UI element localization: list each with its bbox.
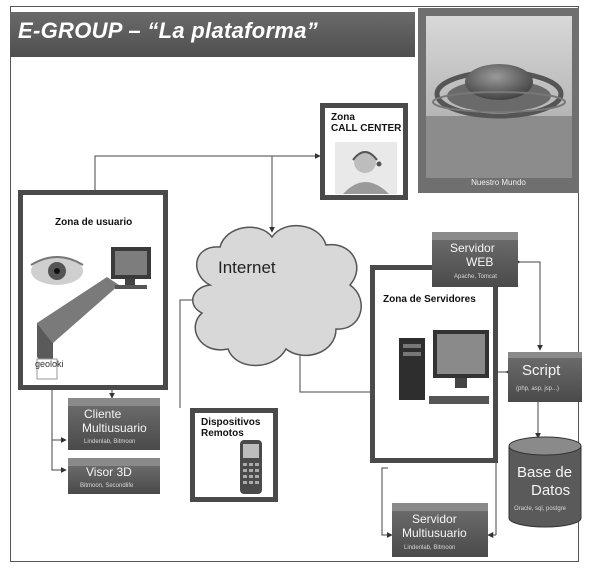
page-title: E-GROUP – “La plataforma” [18, 18, 319, 43]
web-server-label-1: Servidor [450, 241, 495, 255]
remote-devices-label-2: Remotos [201, 428, 244, 439]
viewer-sub: Bitmoon, Secondlife [80, 483, 134, 489]
remote-devices-label-1: Dispositivos [201, 417, 261, 428]
database-cylinder [508, 436, 582, 528]
user-zone: Zona de usuario geoloki [18, 190, 168, 390]
database-sub: Oracle, sql, postgre [514, 506, 567, 512]
server-zone: Zona de Servidores [370, 265, 498, 463]
multi-server-label-1: Servidor [412, 512, 457, 526]
call-center-label-1: Zona [331, 112, 355, 123]
remote-devices-zone: Dispositivos Remotos [190, 408, 278, 502]
call-center-agent-icon [335, 142, 397, 194]
server-zone-label: Zona de Servidores [383, 294, 476, 305]
database-label-1: Base de [517, 464, 573, 481]
internet-label: Internet [218, 258, 276, 277]
viewer-label: Visor 3D [86, 465, 132, 479]
client-label-1: Cliente [84, 407, 122, 421]
script-label: Script [522, 362, 561, 379]
viewer-3d-box: Visor 3D Bitmoon, Secondlife [68, 458, 160, 494]
web-server-box: Servidor WEB Apache, Tomcat [432, 232, 518, 287]
web-server-sub: Apache, Tomcat [454, 274, 497, 280]
geoloki-logo: geoloki [35, 359, 64, 369]
user-zone-label: Zona de usuario [55, 217, 133, 228]
server-computer-icon [399, 330, 489, 404]
client-label-2: Multiusuario [82, 421, 147, 435]
database-label-2: Datos [531, 482, 571, 499]
phone-icon [240, 440, 262, 494]
script-sub: (php, asp, jsp...) [516, 386, 560, 392]
internet-cloud [192, 224, 362, 367]
call-center-label-2: CALL CENTER [331, 123, 402, 134]
multi-server-label-2: Multiusuario [402, 526, 467, 540]
client-sub: Lindenlab, Bitmoon [84, 439, 136, 445]
web-server-label-2: WEB [466, 255, 494, 269]
client-multiuser-box: Cliente Multiusuario Lindenlab, Bitmoon [68, 398, 160, 450]
multiuser-server-box: Servidor Multiusuario Lindenlab, Bitmoon [392, 503, 488, 557]
world-image [426, 16, 572, 178]
world-panel [418, 8, 579, 193]
script-box: Script (php, asp, jsp...) [508, 352, 582, 402]
multi-server-sub: Lindenlab, Bitmoon [404, 545, 456, 551]
world-caption: Nuestro Mundo [471, 178, 526, 187]
user-zone-illustration [30, 247, 151, 380]
call-center-zone: Zona CALL CENTER [320, 103, 408, 200]
title-bar [10, 12, 415, 57]
